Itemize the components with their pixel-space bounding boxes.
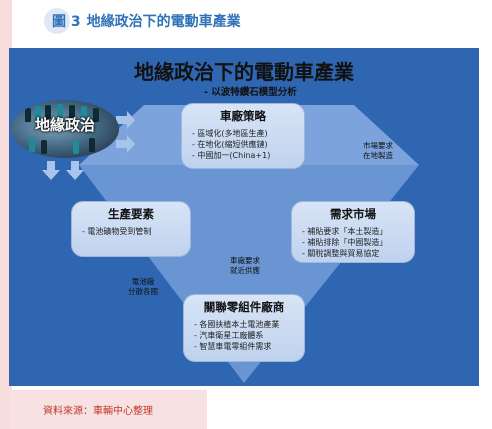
figure-caption: 圖 3 地緣政治下的電動車產業 <box>44 8 241 34</box>
diagram-subtitle: - 以波特鑽石模型分析 <box>204 87 297 98</box>
figure-number-circle <box>44 8 70 34</box>
list-item: - 補貼排除「中國製造」 <box>302 238 388 247</box>
note-line: 就近供應 <box>230 266 260 275</box>
chess-piece <box>89 138 95 152</box>
arrow-down-left <box>42 161 60 180</box>
arrow-right-lower <box>116 135 135 153</box>
note-line: 市場要求 <box>363 141 393 150</box>
diamond-shape <box>79 105 419 383</box>
diagram-title: 地緣政治下的電動車產業 <box>134 60 354 84</box>
box-item-list: - 電池礦物受到管制 <box>72 226 190 237</box>
list-item: - 汽車衛星工廠體系 <box>194 331 264 340</box>
chess-piece <box>45 105 51 119</box>
note-market-requirement: 市場要求 在地製造 <box>354 141 402 161</box>
source-text: 資料來源：車輛中心整理 <box>43 406 153 417</box>
diagram-panel: 地緣政治下的電動車產業 - 以波特鑽石模型分析 地緣政治 車廠策略 - 區域化(… <box>9 48 479 386</box>
geopolitics-label: 地緣政治 <box>34 116 95 134</box>
note-automaker-requirement: 車廠要求 就近供應 <box>221 256 269 276</box>
chess-photo: 地緣政治 <box>11 100 119 158</box>
box-item-list: - 補貼要求「本土製造」 - 補貼排除「中國製造」 - 關稅調整與貿易協定 <box>292 226 414 259</box>
list-item: - 補貼要求「本土製造」 <box>302 227 388 236</box>
note-line: 電池廠 <box>131 277 155 286</box>
box-related-suppliers: 關聯零組件廠商 - 各國扶植本土電池產業 - 汽車衛星工廠體系 - 智慧車電零組… <box>183 294 305 362</box>
list-item: - 中國加一(China+1) <box>192 151 271 160</box>
note-line: 分散各國 <box>128 287 158 296</box>
chess-piece <box>69 105 75 119</box>
box-item-list: - 區域化(多地區生產) - 在地化(縮短供應鏈) - 中國加一(China+1… <box>182 128 304 161</box>
list-item: - 關稅調整與貿易協定 <box>302 249 380 258</box>
note-line: 在地製造 <box>363 151 393 160</box>
chess-piece <box>25 108 31 122</box>
list-item: - 在地化(縮短供應鏈) <box>192 140 268 149</box>
box-heading: 生產要素 <box>108 207 154 221</box>
box-heading: 關聯零組件廠商 <box>203 300 285 314</box>
note-battery-makers: 電池廠 分散各國 <box>121 277 165 297</box>
box-item-list: - 各國扶植本土電池產業 - 汽車衛星工廠體系 - 智慧車電零組件需求 <box>184 319 304 352</box>
box-heading: 需求市場 <box>330 207 376 221</box>
chess-piece <box>29 138 35 152</box>
chess-piece <box>57 104 63 118</box>
figure-caption-text: 地緣政治下的電動車產業 <box>86 14 241 30</box>
chess-piece <box>81 106 87 120</box>
list-item: - 智慧車電零組件需求 <box>194 342 272 351</box>
note-line: 車廠要求 <box>230 256 260 265</box>
list-item: - 電池礦物受到管制 <box>82 227 152 236</box>
box-automaker-strategy: 車廠策略 - 區域化(多地區生產) - 在地化(縮短供應鏈) - 中國加一(Ch… <box>181 103 305 169</box>
geopolitics-arrows <box>42 111 135 180</box>
box-production-factors: 生產要素 - 電池礦物受到管制 <box>71 201 191 257</box>
arrow-down-right <box>66 161 84 180</box>
chess-piece <box>93 108 99 122</box>
chess-piece <box>73 140 79 154</box>
figure-number: 圖 3 <box>52 14 81 30</box>
arrow-right-upper <box>116 111 135 129</box>
list-item: - 區域化(多地區生產) <box>192 129 268 138</box>
chess-piece <box>41 140 47 154</box>
list-item: - 各國扶植本土電池產業 <box>194 320 280 329</box>
box-demand-market: 需求市場 - 補貼要求「本土製造」 - 補貼排除「中國製造」 - 關稅調整與貿易… <box>291 201 415 263</box>
box-heading: 車廠策略 <box>220 109 266 123</box>
chess-piece <box>35 106 41 120</box>
source-bar: 資料來源：車輛中心整理 <box>9 390 207 429</box>
